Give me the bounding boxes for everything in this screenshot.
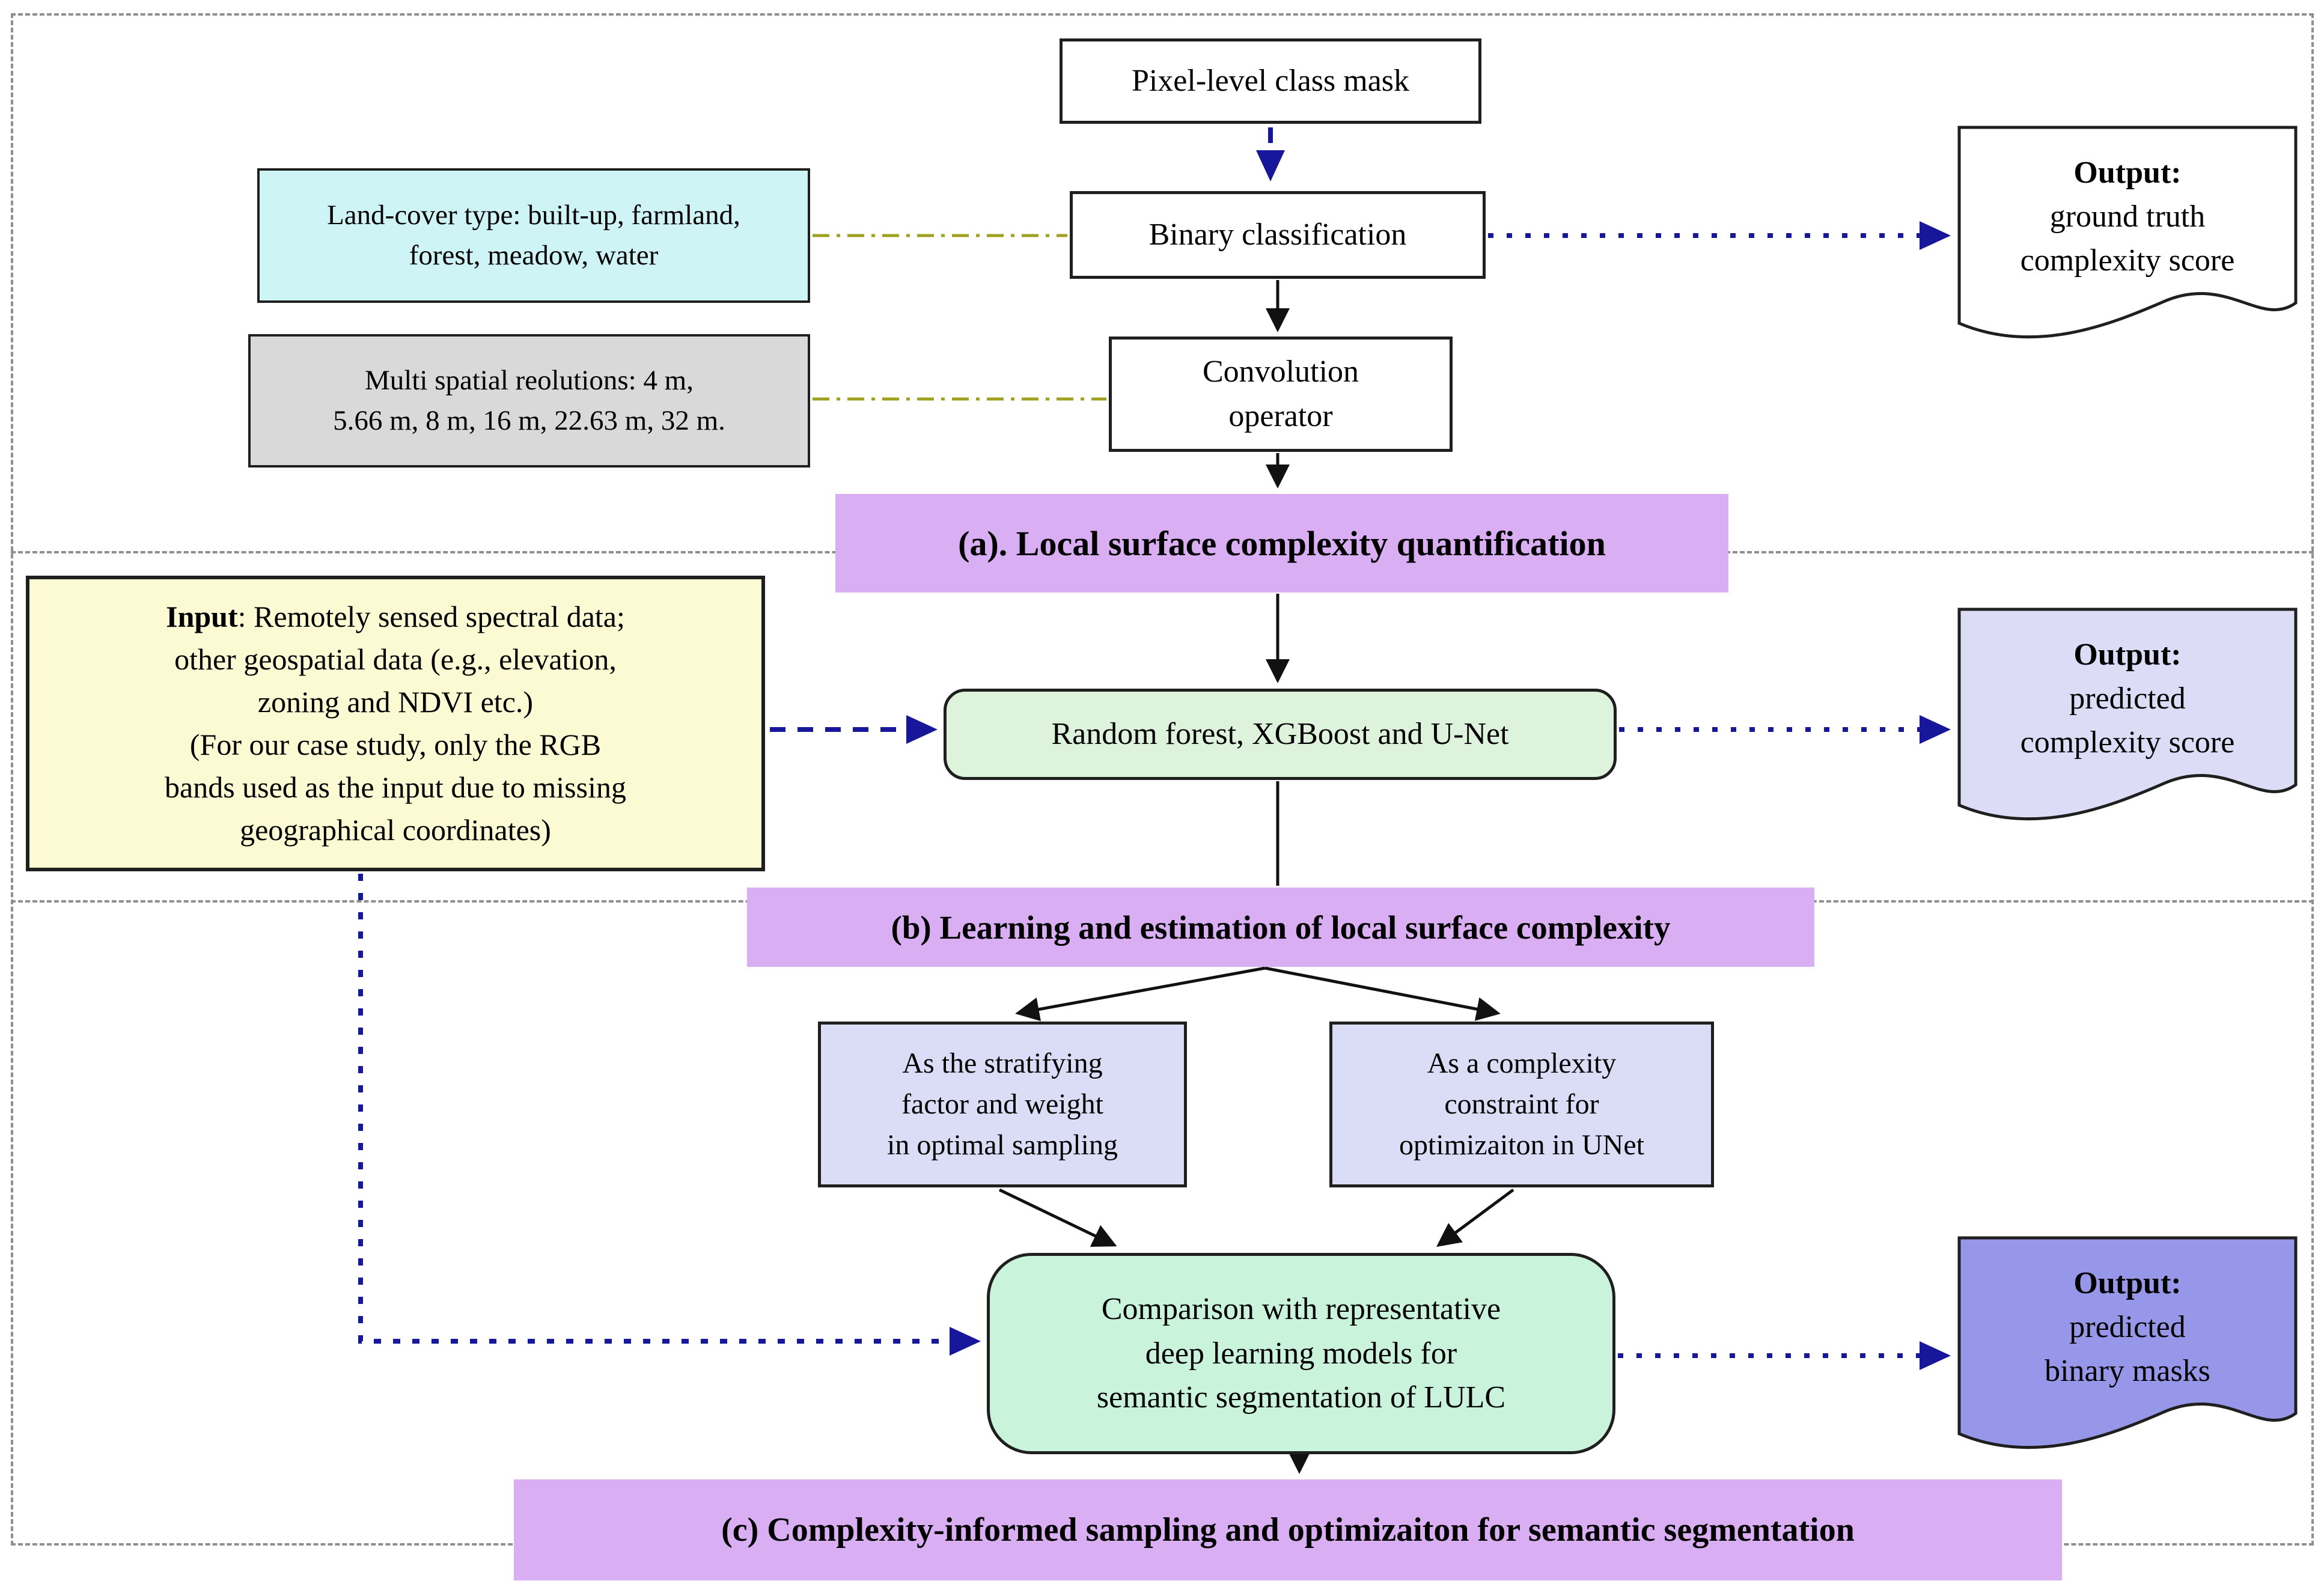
arrow-banner-b-to-constraint — [1264, 966, 1501, 1021]
arrow-stratifying-to-comparison — [998, 1188, 1117, 1247]
resolutions-box: Multi spatial reolutions: 4 m, 5.66 m, 8… — [248, 334, 810, 468]
output-c-title: Output: — [2073, 1266, 2182, 1300]
binary-classification-label: Binary classification — [1148, 218, 1407, 252]
input-box-lead: Input — [166, 600, 238, 633]
input-box: Input: Remotely sensed spectral data; ot… — [26, 576, 765, 871]
constraint-label: As a complexity constraint for optimizai… — [1399, 1047, 1644, 1162]
output-b-body: predicted complexity score — [2020, 681, 2235, 760]
output-a-title: Output: — [2073, 156, 2182, 190]
pixel-mask-box: Pixel-level class mask — [1060, 38, 1481, 124]
input-box-text: Input: Remotely sensed spectral data; ot… — [165, 596, 626, 851]
stratifying-label: As the stratifying factor and weight in … — [887, 1047, 1118, 1162]
document-shape-icon — [1957, 1236, 2298, 1449]
model-box-label: Random forest, XGBoost and U-Net — [1051, 717, 1509, 752]
land-cover-box: Land-cover type: built-up, farmland, for… — [257, 168, 810, 303]
land-cover-label: Land-cover type: built-up, farmland, for… — [327, 200, 740, 271]
model-box: Random forest, XGBoost and U-Net — [944, 689, 1617, 780]
arrow-constraint-to-comparison — [1436, 1188, 1514, 1247]
comparison-box: Comparison with representative deep lear… — [987, 1253, 1615, 1454]
banner-section-b: (b) Learning and estimation of local sur… — [747, 888, 1814, 967]
output-predicted-score-doc: Output: predicted complexity score — [1957, 607, 2298, 832]
binary-classification-box: Binary classification — [1070, 191, 1486, 279]
document-shape-icon — [1957, 126, 2298, 339]
output-ground-truth-doc: Output: ground truth complexity score — [1957, 125, 2298, 350]
output-c-body: predicted binary masks — [2045, 1309, 2210, 1388]
banner-a-label: (a). Local surface complexity quantifica… — [958, 523, 1606, 563]
stratifying-box: As the stratifying factor and weight in … — [818, 1022, 1187, 1187]
banner-section-c: (c) Complexity-informed sampling and opt… — [514, 1479, 2062, 1580]
banner-b-label: (b) Learning and estimation of local sur… — [891, 909, 1671, 946]
pixel-mask-label: Pixel-level class mask — [1131, 64, 1410, 99]
output-binary-masks-doc: Output: predicted binary masks — [1957, 1235, 2298, 1460]
banner-section-a: (a). Local surface complexity quantifica… — [835, 494, 1728, 592]
input-box-rest: : Remotely sensed spectral data; other g… — [165, 600, 626, 847]
document-shape-icon — [1957, 608, 2298, 821]
convolution-box: Convolution operator — [1109, 337, 1453, 452]
convolution-label: Convolution operator — [1202, 355, 1359, 433]
comparison-label: Comparison with representative deep lear… — [1096, 1291, 1506, 1415]
resolutions-label: Multi spatial reolutions: 4 m, 5.66 m, 8… — [333, 365, 725, 436]
output-b-title: Output: — [2073, 638, 2182, 672]
constraint-box: As a complexity constraint for optimizai… — [1329, 1022, 1714, 1187]
output-a-body: ground truth complexity score — [2020, 199, 2235, 278]
arrow-input-to-comparison — [358, 874, 981, 1356]
banner-c-label: (c) Complexity-informed sampling and opt… — [721, 1511, 1855, 1549]
arrow-banner-b-to-stratifying — [1015, 966, 1266, 1022]
